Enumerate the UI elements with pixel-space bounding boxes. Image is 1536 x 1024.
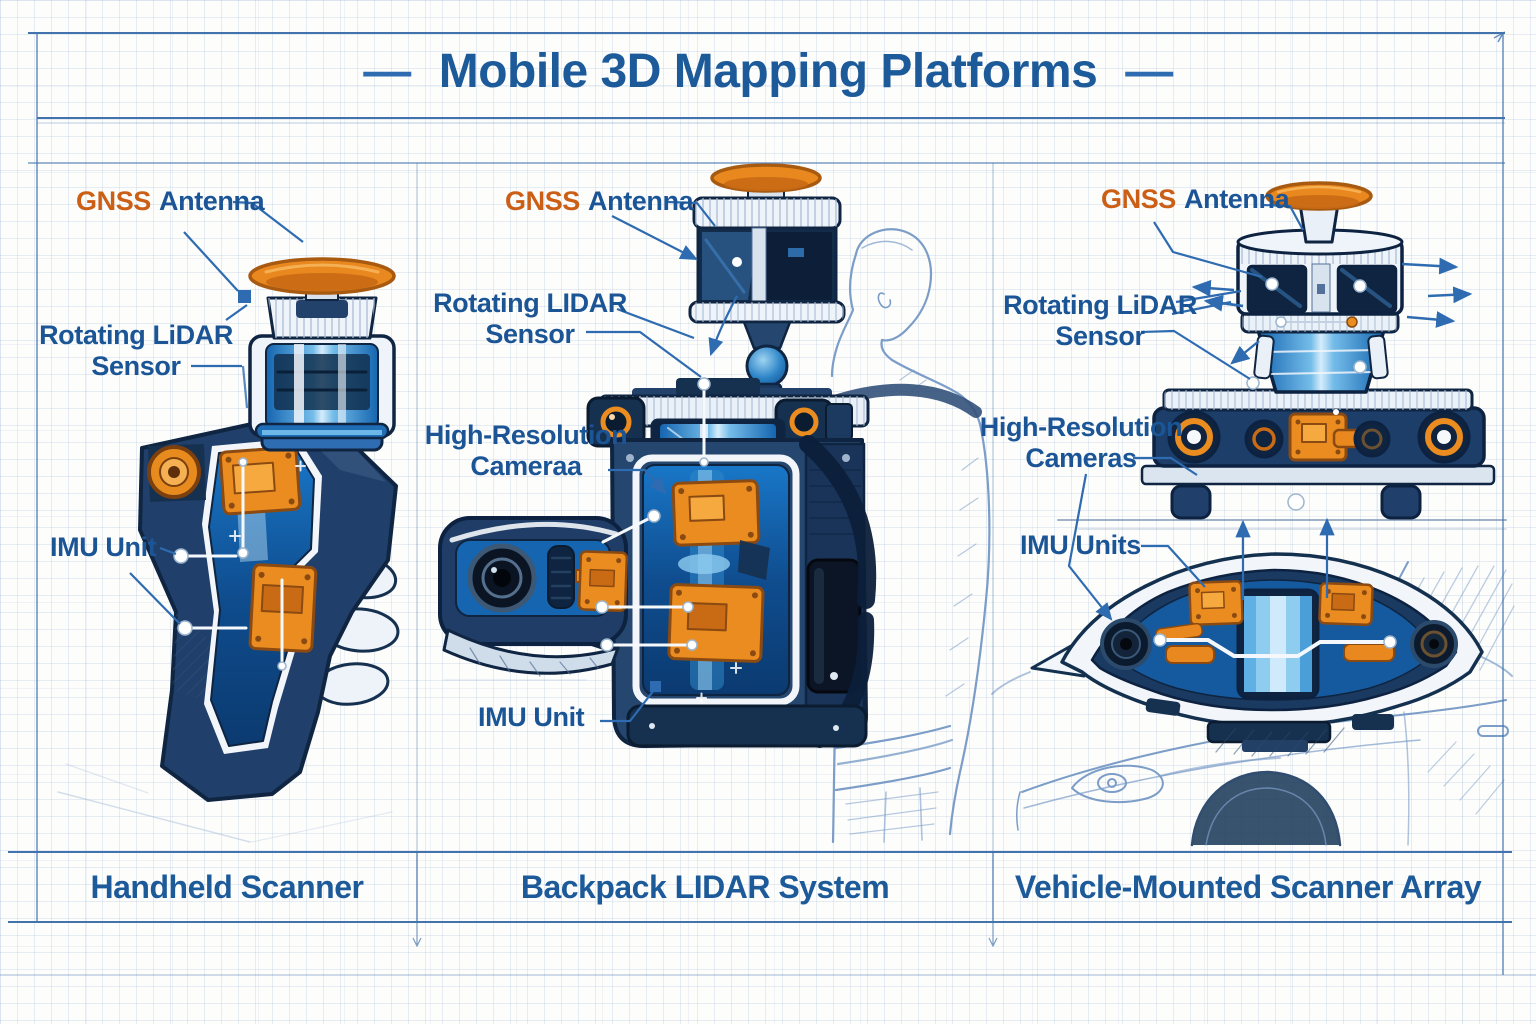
antenna-word: Antenna (159, 186, 265, 216)
person-sketch (830, 228, 991, 844)
label-rotating-lidar-vehicle: Rotating LiDAR Sensor (1003, 290, 1197, 351)
gnss-word: GNSS (76, 186, 151, 216)
label-rotating-lidar-handheld: Rotating LiDAR Sensor (39, 320, 233, 381)
handheld-camera-lens-icon (147, 445, 201, 499)
arm-camera-lens-icon (467, 543, 537, 613)
vehicle-scanner-base (1152, 388, 1486, 468)
pod-imu-board-left (1188, 580, 1244, 626)
handheld-body (138, 422, 398, 802)
arm-imu-board (577, 550, 629, 612)
gnss-word: GNSS (505, 186, 580, 216)
label-rotating-lidar-backpack: Rotating LIDAR Sensor (433, 288, 627, 349)
antenna-word: Antenna (1184, 184, 1290, 214)
antenna-word: Antenna (588, 186, 694, 216)
label-imu-unit-handheld: IMU Unit (50, 532, 157, 562)
title-dash-left: — (363, 45, 411, 98)
backpack-camera-right-icon (774, 398, 853, 446)
label-imu-units-vehicle: IMU Units (1020, 530, 1141, 560)
page-title: — Mobile 3D Mapping Platforms — (0, 44, 1536, 99)
label-high-res-camera-backpack: High-Resolution Cameraa (424, 420, 628, 481)
handheld-lidar-drum (248, 334, 396, 440)
backpack-lidar-head (688, 163, 846, 414)
title-text: Mobile 3D Mapping Platforms (438, 45, 1098, 98)
gnss-antenna-cap-backpack (710, 163, 822, 199)
label-gnss-antenna-backpack: GNSS Antenna (505, 186, 694, 217)
gnss-word: GNSS (1101, 184, 1176, 214)
title-dash-right: — (1125, 45, 1173, 98)
vehicle-scanner-illustration (991, 181, 1515, 847)
gnss-antenna-cap-handheld (248, 257, 396, 301)
leader-lines (129, 200, 1473, 723)
caption-backpack-lidar-system: Backpack LIDAR System (520, 868, 890, 905)
car-sketch (991, 561, 1515, 847)
base-imu-board (1288, 412, 1348, 462)
pod-camera-right-icon (1410, 620, 1458, 668)
label-imu-unit-backpack: IMU Unit (478, 702, 585, 732)
label-gnss-antenna-handheld: GNSS Antenna (76, 186, 265, 217)
frame-lines (0, 31, 1536, 976)
label-high-res-cameras-vehicle: High-Resolution Cameras (979, 412, 1183, 473)
backpack-imu-board-upper (671, 479, 761, 547)
roof-pod-cutaway (1030, 552, 1484, 757)
backpack-imu-board-lower (667, 583, 765, 663)
handheld-imu-board-lower (248, 563, 318, 653)
pod-camera-left-icon (1100, 618, 1152, 670)
side-camera-arm (438, 516, 629, 677)
label-gnss-antenna-vehicle: GNSS Antenna (1101, 184, 1290, 215)
pod-imu-board-right (1318, 582, 1374, 626)
caption-handheld-scanner: Handheld Scanner (90, 868, 364, 905)
base-camera-right-icon (1417, 410, 1471, 464)
backpack-unit (576, 378, 982, 748)
handheld-imu-board-upper (218, 445, 302, 516)
caption-vehicle-mounted-scanner-array: Vehicle-Mounted Scanner Array (1014, 868, 1482, 905)
backpack-lidar-illustration (438, 163, 991, 844)
